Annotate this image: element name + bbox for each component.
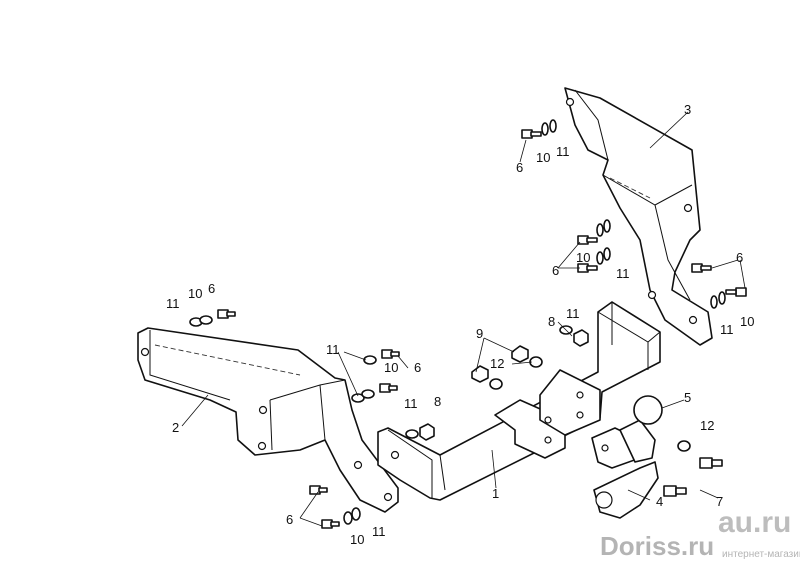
washer-icon [489,378,503,390]
label-part-4: 4 [656,494,663,509]
washer-icon [361,389,375,399]
part-labels: 3 2 1 5 4 7 12 6 10 11 10 6 11 6 11 10 1… [166,102,754,547]
label-part-6: 6 [736,250,743,265]
label-part-6: 6 [208,281,215,296]
label-part-1: 1 [492,486,499,501]
bolt-icon [379,383,398,393]
label-part-6: 6 [414,360,421,375]
label-part-10: 10 [384,360,398,375]
label-part-5: 5 [684,390,691,405]
leader-lines [181,111,746,527]
label-part-6: 6 [516,160,523,175]
nut-icon [511,345,529,363]
label-part-6: 6 [552,263,559,278]
label-part-10: 10 [740,314,754,329]
bolt-icon [381,349,400,359]
watermark-tagline: интернет-магазин [722,549,800,560]
bolt-icon [321,519,340,529]
nut-icon [573,329,589,347]
bolt-icon [725,287,747,297]
bolt-icon [699,457,723,469]
label-part-6: 6 [286,512,293,527]
left-bracket-part-2 [137,327,399,513]
washer-icon [549,119,557,133]
socket-plate-part-4 [593,461,659,519]
nut-icon [471,365,489,383]
washer-icon [596,251,604,265]
bolt-icon [521,129,542,139]
label-part-11: 11 [566,306,580,321]
label-part-11: 11 [372,524,386,539]
bolt-icon [577,263,598,273]
label-part-11: 11 [404,396,418,411]
washer-icon [351,507,361,521]
label-part-2: 2 [172,420,179,435]
label-part-3: 3 [684,102,691,117]
bolt-icon [309,485,328,495]
washer-icon [541,122,549,136]
crossbar-part-1 [377,301,661,501]
fasteners [189,119,747,529]
label-part-10: 10 [350,532,364,547]
washer-icon [603,219,611,233]
washer-icon [405,429,419,439]
washer-icon [343,511,353,525]
washer-icon [603,247,611,261]
washer-icon [718,291,726,305]
label-part-10: 10 [576,250,590,265]
washer-icon [596,223,604,237]
label-part-11: 11 [326,342,340,357]
label-part-11: 11 [720,322,734,337]
label-part-11: 11 [166,296,180,311]
nut-icon [419,423,435,441]
label-part-12: 12 [490,356,504,371]
washer-icon [363,355,377,365]
washer-icon [351,393,365,403]
label-part-10: 10 [188,286,202,301]
washer-icon [199,315,213,325]
washer-icon [677,440,691,452]
label-part-9: 9 [476,326,483,341]
label-part-11: 11 [616,266,630,281]
label-part-12: 12 [700,418,714,433]
label-part-7: 7 [716,494,723,509]
washer-icon [710,295,718,309]
watermark-brand: au.ru [718,506,791,539]
label-part-11: 11 [556,144,570,159]
label-part-8: 8 [434,394,441,409]
label-part-8: 8 [548,314,555,329]
bolt-icon [663,485,687,497]
right-bracket-part-3 [564,87,713,346]
label-part-10: 10 [536,150,550,165]
bolt-icon [691,263,712,273]
watermark-logo: Doriss.ru [600,531,714,561]
bolt-icon [217,309,236,319]
watermark: au.ru Doriss.ru интернет-магазин [600,506,800,561]
tow-ball-part-5 [591,395,663,469]
bolt-icon [577,235,598,245]
